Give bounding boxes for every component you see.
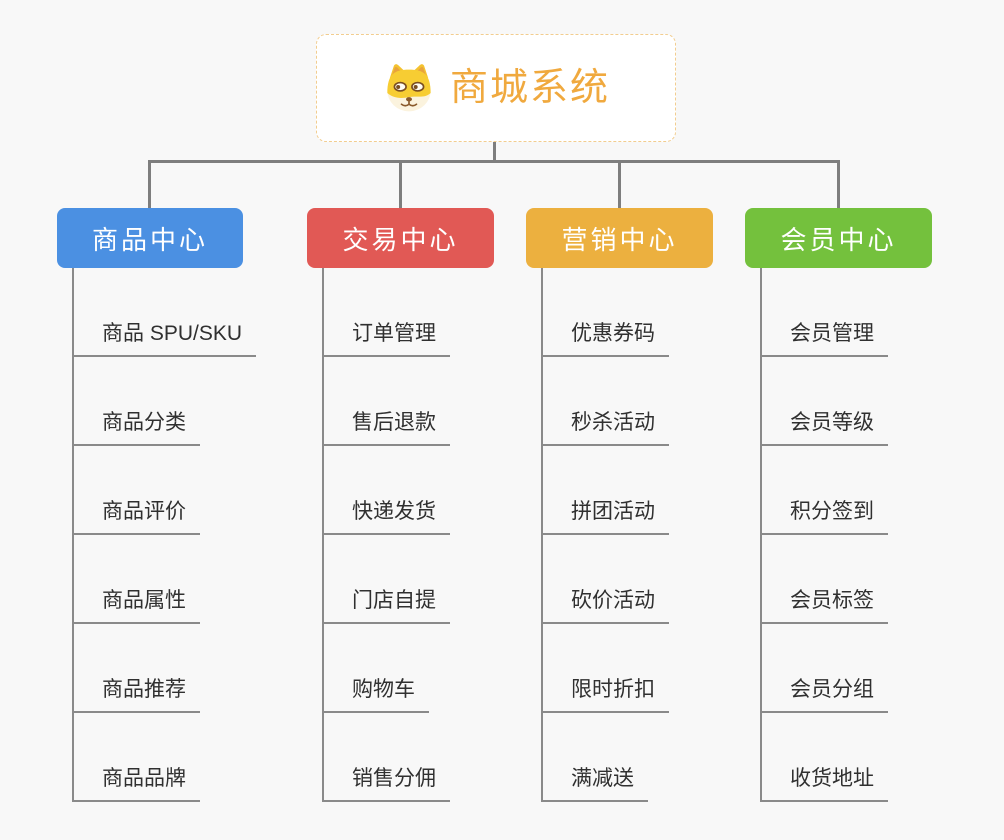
child-node[interactable]: 销售分佣	[322, 765, 450, 802]
child-node[interactable]: 会员管理	[760, 320, 888, 357]
branch-children-marketing: 优惠券码 秒杀活动 拼团活动 砍价活动 限时折扣 满减送	[541, 320, 669, 802]
branch-children-product: 商品 SPU/SKU 商品分类 商品评价 商品属性 商品推荐 商品品牌	[72, 320, 257, 802]
trunk-line-marketing	[541, 268, 543, 802]
child-node[interactable]: 商品品牌	[72, 765, 200, 802]
connector-drop-trade	[399, 160, 402, 210]
child-node[interactable]: 快递发货	[322, 498, 450, 535]
child-node[interactable]: 限时折扣	[541, 676, 669, 713]
connector-drop-member	[837, 160, 840, 210]
connector-drop-marketing	[618, 160, 621, 210]
child-node[interactable]: 商品 SPU/SKU	[72, 320, 257, 357]
child-node[interactable]: 商品属性	[72, 587, 200, 624]
child-node[interactable]: 收货地址	[760, 765, 888, 802]
connector-drop-product	[148, 160, 151, 210]
child-node[interactable]: 会员标签	[760, 587, 888, 624]
trunk-line-product	[72, 268, 74, 802]
branch-box-member[interactable]: 会员中心	[745, 208, 932, 268]
child-node[interactable]: 砍价活动	[541, 587, 669, 624]
child-node[interactable]: 满减送	[541, 765, 648, 802]
child-node[interactable]: 购物车	[322, 676, 429, 713]
child-node[interactable]: 拼团活动	[541, 498, 669, 535]
branch-children-trade: 订单管理 售后退款 快递发货 门店自提 购物车 销售分佣	[322, 320, 450, 802]
child-node[interactable]: 订单管理	[322, 320, 450, 357]
connector-horizontal	[149, 160, 840, 163]
child-node[interactable]: 商品评价	[72, 498, 200, 535]
child-node[interactable]: 会员分组	[760, 676, 888, 713]
root-node[interactable]: 商城系统	[316, 34, 676, 142]
connector-root-stub	[493, 141, 496, 162]
trunk-line-trade	[322, 268, 324, 802]
root-title: 商城系统	[449, 67, 610, 109]
branch-label-marketing: 营销中心	[561, 224, 678, 255]
branch-children-member: 会员管理 会员等级 积分签到 会员标签 会员分组 收货地址	[760, 320, 888, 802]
branch-label-trade: 交易中心	[342, 224, 459, 255]
branch-box-trade[interactable]: 交易中心	[307, 208, 494, 268]
child-node[interactable]: 门店自提	[322, 587, 450, 624]
branch-box-marketing[interactable]: 营销中心	[526, 208, 713, 268]
branch-box-product[interactable]: 商品中心	[57, 208, 243, 268]
dog-face-icon	[387, 64, 431, 112]
child-node[interactable]: 会员等级	[760, 409, 888, 446]
child-node[interactable]: 优惠券码	[541, 320, 669, 357]
branch-label-member: 会员中心	[780, 224, 897, 255]
child-node[interactable]: 积分签到	[760, 498, 888, 535]
child-node[interactable]: 商品推荐	[72, 676, 200, 713]
branch-label-product: 商品中心	[91, 224, 208, 255]
trunk-line-member	[760, 268, 762, 802]
child-node[interactable]: 秒杀活动	[541, 409, 669, 446]
child-node[interactable]: 售后退款	[322, 409, 450, 446]
child-node[interactable]: 商品分类	[72, 409, 200, 446]
